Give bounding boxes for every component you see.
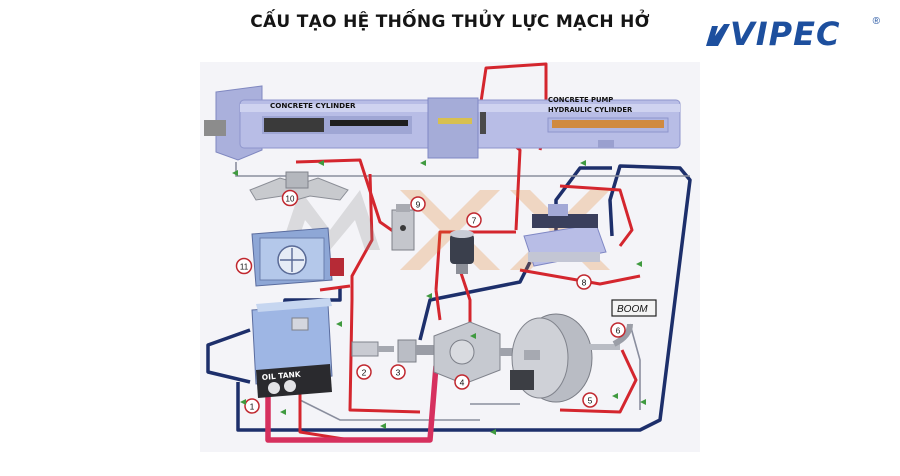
component-10-valve [249,171,349,201]
callout-4: 4 [454,374,470,390]
callout-1: 1 [244,398,260,414]
pump-cylinder-label-line1: CONCRETE PUMP [548,96,613,104]
component-3-fitting [397,339,436,363]
callout-2-label: 2 [362,368,367,378]
boom-sign: BOOM [611,299,657,317]
flow-arrows [232,160,646,435]
vipec-logo: VIPEC ® [696,14,886,56]
callout-3: 3 [390,364,406,380]
callout-8-label: 8 [582,278,587,288]
callout-9-label: 9 [416,200,421,210]
component-11-oil-cooler [251,227,344,287]
callout-8: 8 [576,274,592,290]
component-1-oil-tank: OIL TANK [251,298,333,398]
logo-text: VIPEC [730,15,841,53]
boom-label: BOOM [617,304,648,315]
callout-2: 2 [356,364,372,380]
component-9-valve [391,204,415,251]
pump-cylinder-label-line2: HYDRAULIC CYLINDER [548,106,633,114]
callout-5-label: 5 [588,396,593,406]
component-2-filter [351,341,394,357]
component-5-engine [510,313,593,403]
oil-tank-label: OIL TANK [261,370,302,382]
callout-9: 9 [410,196,426,212]
concrete-cylinder-label: CONCRETE CYLINDER [270,101,356,110]
callout-10: 10 [281,189,299,207]
component-7-accumulator [450,230,474,274]
callout-6: 6 [610,322,626,338]
callout-4-label: 4 [460,378,465,388]
callout-11: 11 [235,257,253,275]
logo-registered-mark: ® [872,16,880,27]
component-6-boom-connector [586,323,633,350]
page-title: CẤU TẠO HỆ THỐNG THỦY LỰC MẠCH HỞ [250,12,650,32]
callout-1-label: 1 [250,402,255,412]
callout-11-label: 11 [240,263,249,272]
callout-3-label: 3 [396,368,401,378]
component-8-directional-valve [523,204,607,267]
callout-10-label: 10 [286,195,295,204]
callout-7-label: 7 [472,216,477,226]
callout-6-label: 6 [616,326,621,336]
concrete-cylinder [204,85,681,161]
rhino-logo-icon [706,24,730,46]
callout-7: 7 [466,212,482,228]
callout-5: 5 [582,392,598,408]
